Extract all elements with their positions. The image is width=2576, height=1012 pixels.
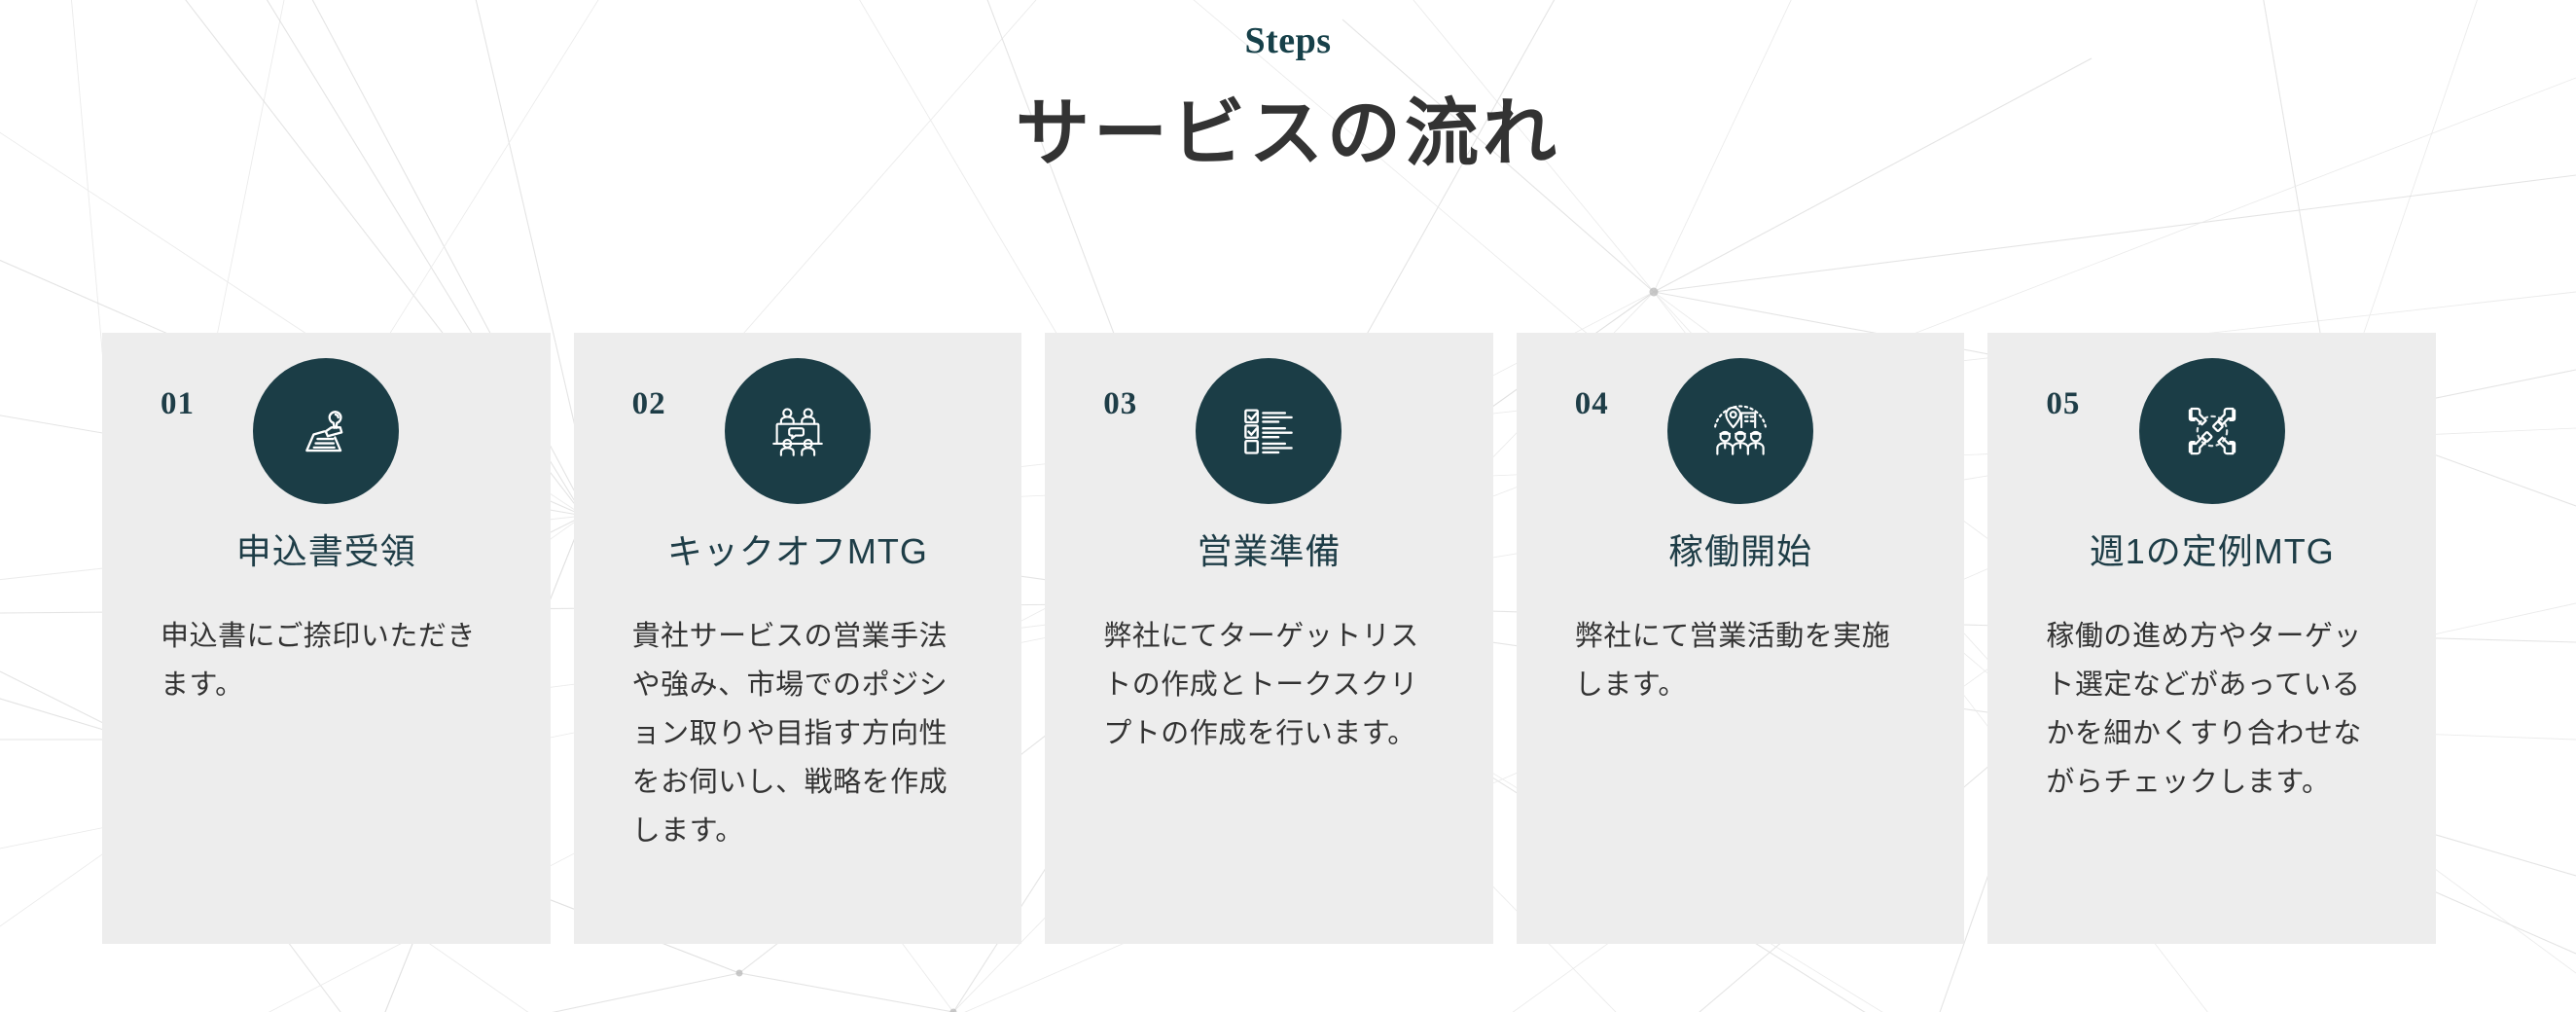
card-header: 03: [1045, 333, 1493, 518]
step-number: 02: [631, 386, 666, 421]
steps-grid: 01 申込書受領 申込書にご捺印いただきます。 02: [102, 333, 2436, 944]
section-eyebrow: Steps: [1244, 20, 1332, 61]
teamwork-hands-icon: [2188, 407, 2236, 455]
step-description: 弊社にてターゲットリストの作成とトークスクリプトの作成を行います。: [1103, 621, 1419, 750]
checklist-icon: [1244, 409, 1294, 454]
step-title: キックオフMTG: [666, 531, 928, 571]
step-description: 稼働の進め方やターゲット選定などがあっているかを細かくすり合わせながらチェックし…: [2046, 621, 2362, 799]
step-number: 03: [1103, 386, 1138, 421]
step-card-01[interactable]: 01 申込書受領 申込書にご捺印いただきます。: [102, 333, 551, 944]
step-icon-badge: [1667, 358, 1814, 504]
step-title: 営業準備: [1197, 531, 1342, 571]
meeting-people-icon: [772, 408, 823, 456]
step-title: 週1の定例MTG: [2089, 531, 2335, 571]
page-title: サービスの流れ: [1016, 91, 1560, 175]
card-header: 01: [102, 333, 551, 518]
step-card-03[interactable]: 03 営業準備 弊社にてターゲットリストの作成とトークスクリプトの作成を行: [1045, 333, 1493, 944]
step-description: 貴社サービスの営業手法や強み、市場でのポジション取りや目指す方向性をお伺いし、戦…: [631, 621, 948, 847]
step-description: 弊社にて営業活動を実施します。: [1574, 621, 1891, 702]
step-title: 申込書受領: [235, 531, 416, 571]
card-header: 04: [1517, 333, 1965, 518]
step-card-02[interactable]: 02 キ: [573, 333, 1022, 944]
step-description: 申込書にご捺印いただきます。: [161, 621, 476, 702]
step-card-04[interactable]: 04: [1516, 333, 1965, 944]
step-icon-badge: [1196, 358, 1342, 504]
step-icon-badge: [724, 358, 871, 504]
step-number: 05: [2046, 386, 2081, 421]
step-card-05[interactable]: 05: [1987, 333, 2436, 944]
step-icon-badge: [2138, 358, 2285, 504]
step-number: 04: [1574, 386, 1609, 421]
step-title: 稼働開始: [1668, 531, 1813, 571]
section-heading: Steps サービスの流れ: [0, 0, 2576, 180]
team-location-building-icon: [1714, 405, 1768, 455]
stamp-icon: [305, 411, 343, 452]
step-icon-badge: [253, 358, 400, 504]
card-header: 05: [1987, 333, 2436, 518]
card-header: 02: [574, 333, 1022, 518]
step-number: 01: [161, 386, 195, 421]
